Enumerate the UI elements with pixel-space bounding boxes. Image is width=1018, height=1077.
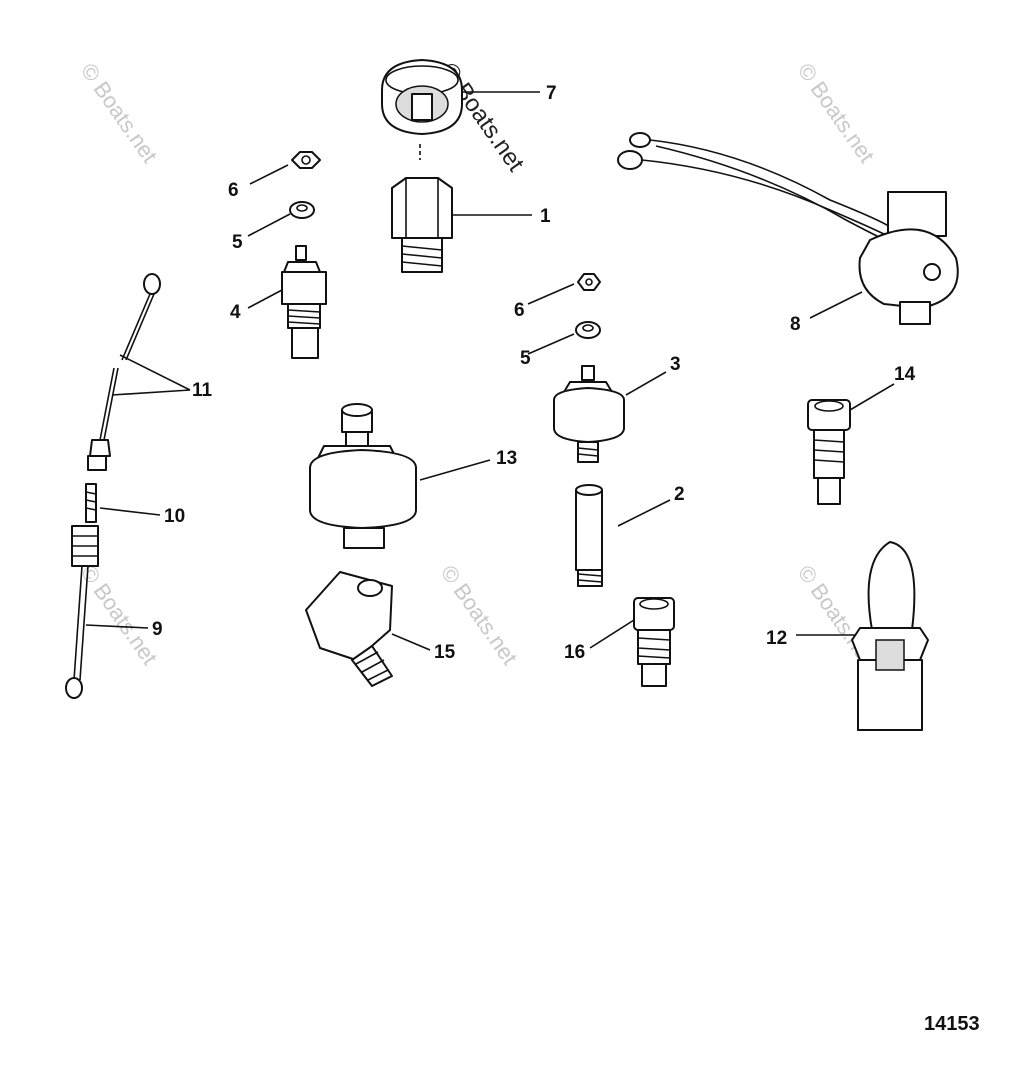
part-10-pin[interactable] bbox=[85, 483, 97, 523]
callout-13: 13 bbox=[496, 448, 517, 469]
callout-labels: 7 1 6 5 4 6 5 3 13 2 8 14 12 15 16 10 9 … bbox=[152, 83, 916, 663]
part-13-pressure-switch[interactable] bbox=[309, 403, 417, 549]
watermarks: © Boats.net © Boats.net © Boats.net © Bo… bbox=[76, 58, 880, 669]
callout-5-lower: 5 bbox=[520, 348, 531, 369]
part-7-sender[interactable] bbox=[381, 59, 463, 160]
part-9-lead[interactable] bbox=[65, 525, 99, 699]
callout-2: 2 bbox=[674, 484, 685, 505]
part-14-fitting[interactable] bbox=[807, 399, 851, 505]
part-15-elbow[interactable] bbox=[305, 571, 393, 687]
part-6-nut-lower[interactable] bbox=[577, 273, 601, 291]
callout-6-lower: 6 bbox=[514, 300, 525, 321]
part-12-connector[interactable] bbox=[851, 541, 929, 731]
watermark-3: © Boats.net bbox=[76, 561, 163, 670]
callout-9: 9 bbox=[152, 619, 163, 640]
part-3-pressure-sender[interactable] bbox=[553, 365, 625, 463]
part-16-fitting[interactable] bbox=[633, 597, 675, 687]
callout-1: 1 bbox=[540, 206, 551, 227]
callout-16: 16 bbox=[564, 642, 585, 663]
part-5-washer-lower[interactable] bbox=[575, 321, 601, 339]
figure-number: 14153 bbox=[924, 1013, 980, 1035]
part-8-sender-harness[interactable] bbox=[617, 132, 959, 325]
part-11-wire-lead[interactable] bbox=[87, 273, 161, 471]
part-2-spacer[interactable] bbox=[575, 484, 603, 587]
callout-10: 10 bbox=[164, 506, 185, 527]
callout-5-upper: 5 bbox=[232, 232, 243, 253]
callout-8: 8 bbox=[790, 314, 801, 335]
leader-lines bbox=[85, 91, 895, 651]
watermark-2: © Boats.net bbox=[793, 59, 880, 168]
watermark-1: © Boats.net bbox=[76, 59, 163, 168]
part-6-nut-upper[interactable] bbox=[291, 151, 321, 169]
part-5-washer-upper[interactable] bbox=[289, 201, 315, 219]
callout-15: 15 bbox=[434, 642, 456, 663]
callout-14: 14 bbox=[894, 364, 916, 385]
callout-4: 4 bbox=[230, 302, 241, 323]
part-4-temp-sender[interactable] bbox=[281, 245, 327, 359]
part-1-adapter[interactable] bbox=[391, 177, 453, 273]
callout-11: 11 bbox=[192, 380, 213, 401]
callout-3: 3 bbox=[670, 354, 681, 375]
callout-12: 12 bbox=[766, 628, 787, 649]
callout-7: 7 bbox=[546, 83, 557, 104]
callout-6-upper: 6 bbox=[228, 180, 239, 201]
